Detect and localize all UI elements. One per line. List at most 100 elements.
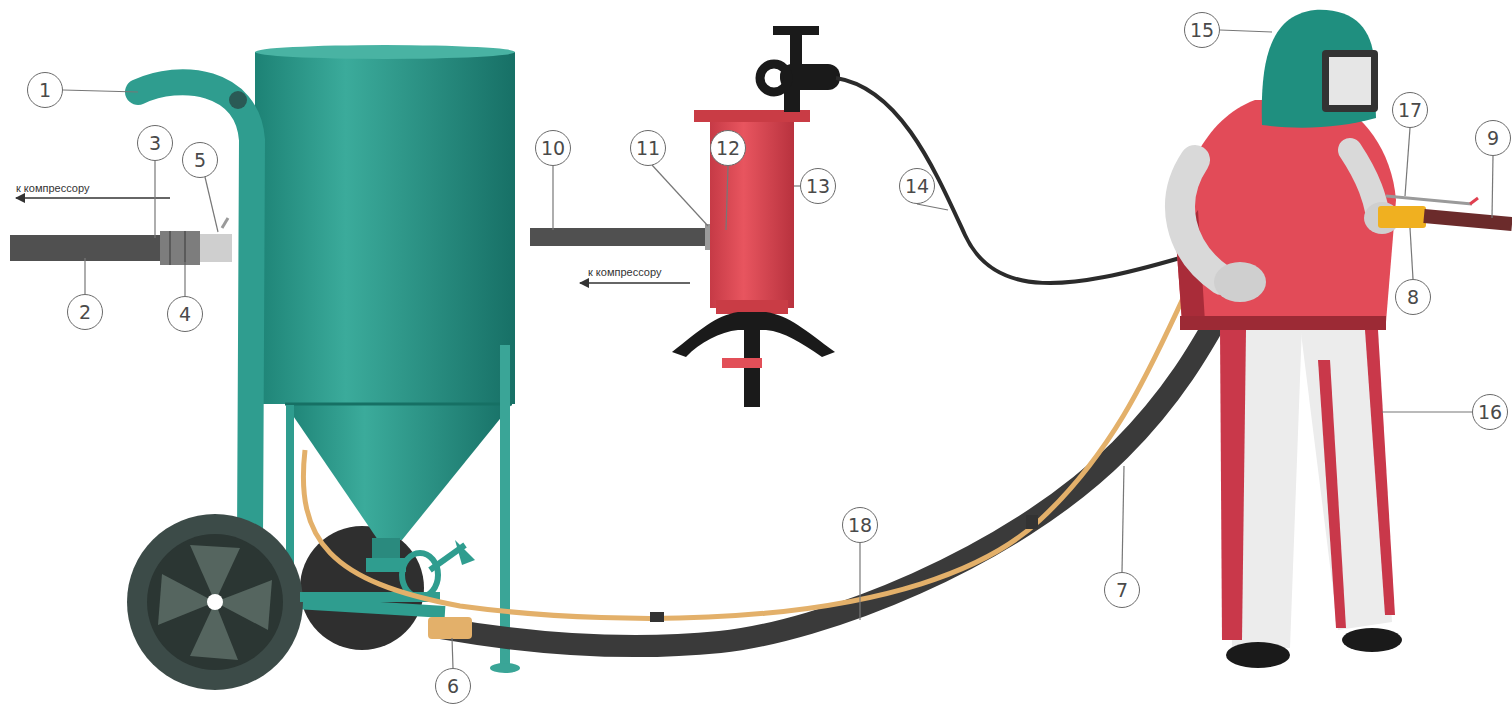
blast-pot-tank: [255, 45, 515, 59]
operator-suit: [1365, 330, 1395, 615]
breathing-air-filter: [672, 110, 835, 407]
leader-line: [652, 165, 708, 226]
leader-line: [184, 262, 185, 296]
leader-line: [452, 638, 453, 668]
callout-number: 5: [194, 151, 206, 170]
breathing-air-filter: [716, 300, 788, 314]
blast-nozzle: [1424, 216, 1512, 224]
front-wheel: [158, 574, 215, 625]
pot-handle: [138, 82, 252, 540]
leader-line: [205, 177, 218, 232]
callout-circle: 11: [630, 130, 666, 166]
leader-line: [1122, 466, 1124, 572]
callout-number: 12: [716, 139, 740, 158]
leader-line: [1382, 411, 1472, 412]
callout-number: 11: [636, 139, 660, 158]
metering-valve: [402, 540, 475, 597]
callout-circle: 13: [800, 168, 836, 204]
callout-number: 16: [1478, 403, 1502, 422]
pot-handle: [138, 82, 252, 540]
callout-circle: 3: [137, 125, 173, 161]
callout-circle: 12: [710, 130, 746, 166]
operator-cape: [1176, 100, 1396, 330]
breathing-air-filter: [722, 358, 762, 368]
operator-suit: [1318, 360, 1346, 628]
callout-number: 17: [1398, 101, 1422, 120]
control-line: [1026, 515, 1038, 529]
front-wheel: [207, 594, 223, 610]
front-wheel: [190, 602, 238, 660]
front-wheel: [215, 580, 272, 630]
callout-circle: 5: [182, 142, 218, 178]
leader-line: [154, 161, 155, 238]
callout-circle: 2: [67, 294, 103, 330]
pot-frame: [490, 663, 520, 673]
callout-number: 7: [1116, 581, 1128, 600]
leader-line: [1405, 128, 1410, 196]
callout-number: 4: [179, 305, 191, 324]
blast-pot-tank: [255, 45, 515, 572]
control-line: [650, 612, 664, 622]
leader-line: [63, 90, 138, 92]
blast-hose: [440, 236, 1290, 646]
air-supply-hose: [160, 231, 200, 265]
air-supply-hose: [184, 231, 186, 265]
filter-air-line: [530, 228, 708, 246]
leader-line: [917, 204, 948, 210]
front-wheel: [147, 534, 283, 670]
blast-nozzle: [1470, 198, 1478, 204]
direction-label: к компрессору: [16, 182, 89, 194]
operator-suit: [1342, 628, 1402, 652]
blast-helmet: [1262, 10, 1378, 128]
operator-arms: [1180, 160, 1222, 280]
callout-number: 1: [39, 81, 51, 100]
blast-helmet: [1329, 57, 1371, 105]
air-supply-hose: [200, 234, 232, 262]
callout-circle: 8: [1395, 279, 1431, 315]
leader-line: [1410, 228, 1413, 279]
operator-cape: [1180, 316, 1386, 330]
blast-pot-tank: [255, 52, 515, 404]
callout-number: 13: [806, 177, 830, 196]
blast-pot-tank: [285, 404, 512, 540]
operator-cape: [1176, 100, 1396, 322]
leader-line: [84, 258, 85, 294]
callout-number: 14: [905, 177, 929, 196]
callout-circle: 10: [535, 130, 571, 166]
callout-circle: 9: [1475, 120, 1511, 156]
air-regulator: [760, 26, 840, 112]
callout-number: 6: [447, 677, 459, 696]
callout-circle: 16: [1472, 394, 1508, 430]
direction-arrow: [16, 197, 170, 199]
pot-frame: [286, 405, 294, 570]
metering-valve: [402, 553, 438, 597]
air-supply-hose: [169, 231, 171, 265]
blast-nozzle: [1378, 206, 1426, 228]
leader-line: [1220, 30, 1272, 32]
leader-line: [859, 543, 860, 620]
air-supply-hose: [10, 218, 232, 265]
air-supply-hose: [222, 218, 228, 228]
direction-arrow: [580, 282, 690, 284]
callout-number: 15: [1190, 21, 1214, 40]
leader-line: [552, 166, 553, 230]
callout-circle: 6: [435, 668, 471, 704]
callout-number: 10: [541, 139, 565, 158]
pot-handle: [229, 91, 247, 109]
blast-hose: [300, 236, 1290, 646]
callout-circle: 14: [899, 168, 935, 204]
callout-circle: 15: [1184, 12, 1220, 48]
callout-circle: 1: [27, 72, 63, 108]
leader-line: [726, 166, 728, 230]
callout-number: 3: [149, 134, 161, 153]
breathing-hose: [836, 78, 1180, 283]
pot-frame: [500, 345, 510, 667]
breathing-air-filter: [710, 118, 794, 308]
blast-helmet: [1322, 50, 1378, 112]
leader-line: [1492, 156, 1493, 218]
callout-number: 8: [1407, 288, 1419, 307]
callout-circle: 7: [1104, 572, 1140, 608]
